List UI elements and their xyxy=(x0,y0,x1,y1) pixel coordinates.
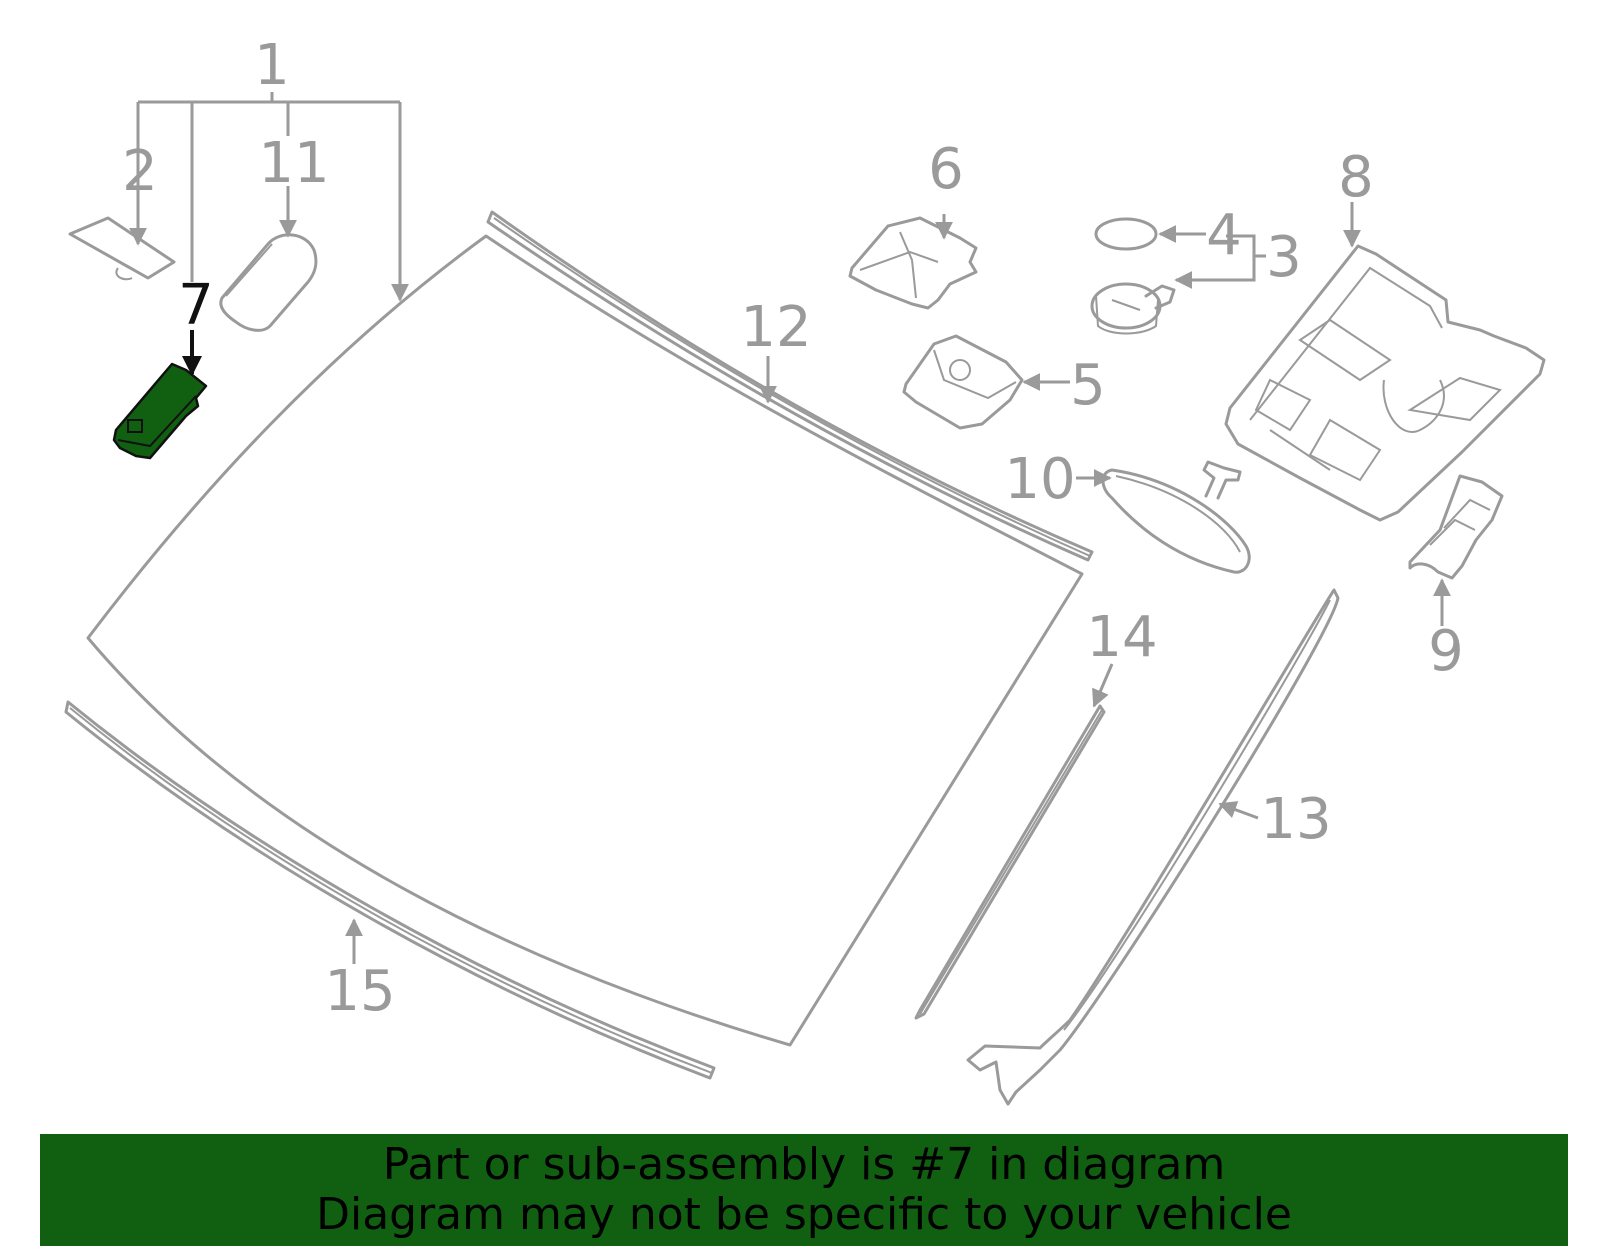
part-3-sensor xyxy=(1090,282,1176,335)
part-4-ring xyxy=(1094,217,1158,251)
windshield-glass xyxy=(86,234,1084,1047)
callout-1: 1 xyxy=(254,33,290,98)
part-8-console xyxy=(1224,244,1546,522)
callout-11: 11 xyxy=(258,131,329,196)
part-6-bracket xyxy=(848,216,978,310)
callout-4: 4 xyxy=(1206,203,1242,268)
part-9-bracket xyxy=(1408,474,1504,580)
banner-line-1: Part or sub-assembly is #7 in diagram xyxy=(382,1139,1226,1190)
callout-12: 12 xyxy=(740,295,811,360)
callout-9: 9 xyxy=(1428,619,1464,684)
info-banner: Part or sub-assembly is #7 in diagram Di… xyxy=(40,1134,1568,1246)
part-7-sensor-highlighted xyxy=(112,362,208,460)
callout-6: 6 xyxy=(928,137,964,202)
lower-moulding xyxy=(64,700,716,1080)
callout-14: 14 xyxy=(1086,605,1157,670)
callout-13: 13 xyxy=(1260,787,1331,852)
part-2-plate xyxy=(68,216,176,281)
leader-lines xyxy=(129,92,1451,964)
callout-10: 10 xyxy=(1004,447,1075,512)
side-moulding-14 xyxy=(914,704,1106,1020)
part-5-housing xyxy=(902,334,1024,430)
callout-5: 5 xyxy=(1070,353,1106,418)
callout-2: 2 xyxy=(122,139,158,204)
callout-7: 7 xyxy=(178,273,214,338)
banner-line-2: Diagram may not be specific to your vehi… xyxy=(316,1189,1292,1240)
part-10-mirror xyxy=(1101,460,1251,574)
callout-15: 15 xyxy=(324,959,395,1024)
upper-moulding xyxy=(486,210,1094,562)
part-11-cover xyxy=(219,233,318,332)
pillar-trim-13 xyxy=(966,588,1340,1106)
callout-3: 3 xyxy=(1266,225,1302,290)
callout-8: 8 xyxy=(1338,145,1374,210)
